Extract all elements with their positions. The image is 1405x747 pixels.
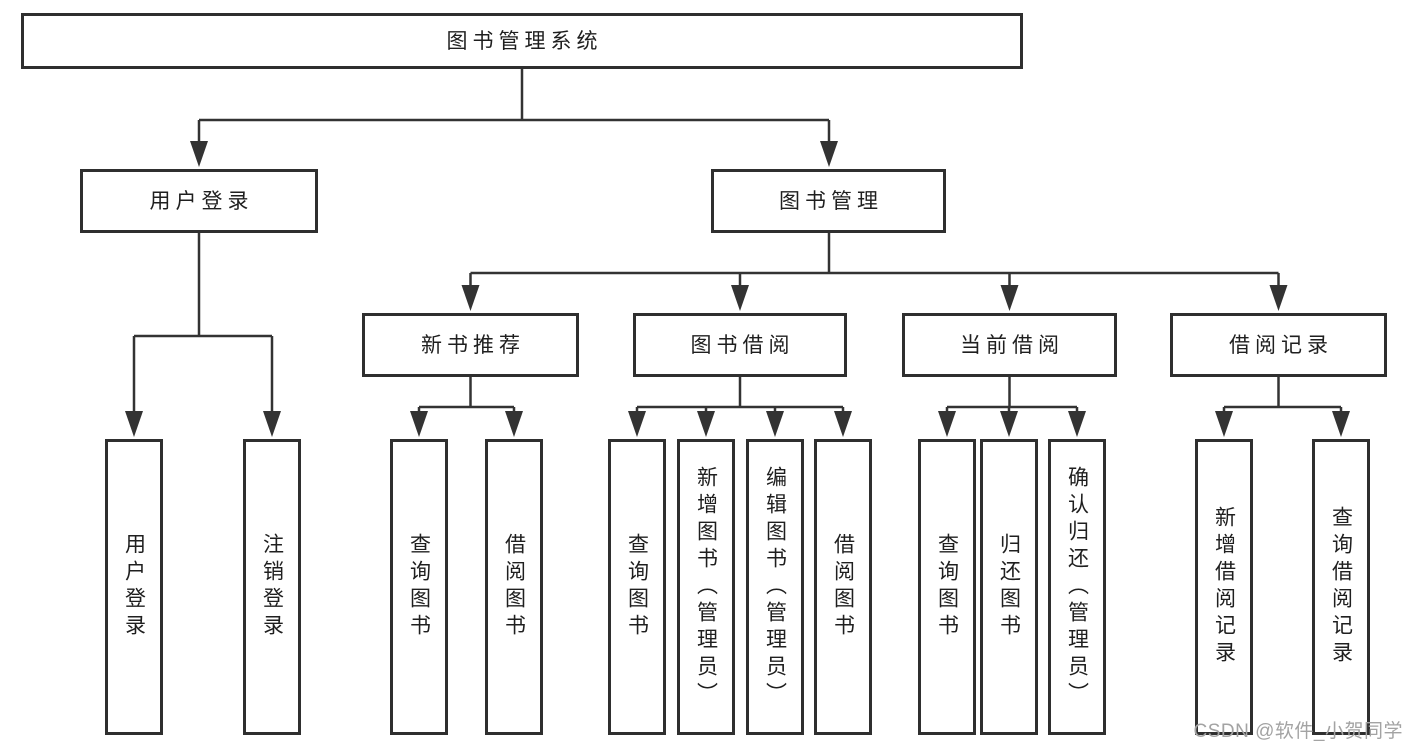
leaf-query-books-current: 查询图书 [918,439,976,735]
leaf-label: 归还图书 [997,533,1021,641]
leaf-borrow-books-recommend: 借阅图书 [485,439,543,735]
node-label: 用户登录 [149,189,254,213]
node-label: 当前借阅 [960,333,1064,357]
node-new-book-recommend: 新书推荐 [362,313,579,377]
leaf-label: 新增借阅记录 [1212,506,1236,668]
node-label: 图书管理系统 [446,29,603,53]
watermark: CSDN @软件_小贺同学 [1193,721,1403,742]
leaf-return-books: 归还图书 [980,439,1038,735]
node-borrowing-records: 借阅记录 [1170,313,1387,377]
node-current-borrowing: 当前借阅 [902,313,1117,377]
node-label: 借阅记录 [1229,333,1333,357]
leaf-label: 查询图书 [935,533,959,641]
node-label: 图书管理 [779,189,883,213]
node-book-borrowing: 图书借阅 [633,313,847,377]
leaf-user-login: 用户登录 [105,439,163,735]
leaf-label: 编辑图书（管理员） [763,465,787,709]
leaf-label: 借阅图书 [502,533,526,641]
leaf-label: 查询借阅记录 [1329,506,1353,668]
leaf-add-books-admin: 新增图书（管理员） [677,439,735,735]
leaf-label: 用户登录 [122,533,146,641]
leaf-logout: 注销登录 [243,439,301,735]
node-book-management: 图书管理 [711,169,946,233]
leaf-label: 借阅图书 [831,533,855,641]
leaf-add-borrow-record: 新增借阅记录 [1195,439,1253,735]
leaf-edit-books-admin: 编辑图书（管理员） [746,439,804,735]
leaf-borrow-books: 借阅图书 [814,439,872,735]
node-label: 图书借阅 [690,333,795,357]
leaf-label: 查询图书 [625,533,649,641]
node-label: 新书推荐 [421,333,525,357]
leaf-query-borrow-record: 查询借阅记录 [1312,439,1370,735]
leaf-label: 确认归还（管理员） [1065,465,1089,709]
leaf-query-books-borrowing: 查询图书 [608,439,666,735]
leaf-confirm-return-admin: 确认归还（管理员） [1048,439,1106,735]
node-user-login: 用户登录 [80,169,318,233]
leaf-label: 查询图书 [407,533,431,641]
leaf-label: 新增图书（管理员） [694,465,718,709]
node-book-management-system: 图书管理系统 [21,13,1023,69]
leaf-query-books-recommend: 查询图书 [390,439,448,735]
leaf-label: 注销登录 [260,533,284,641]
